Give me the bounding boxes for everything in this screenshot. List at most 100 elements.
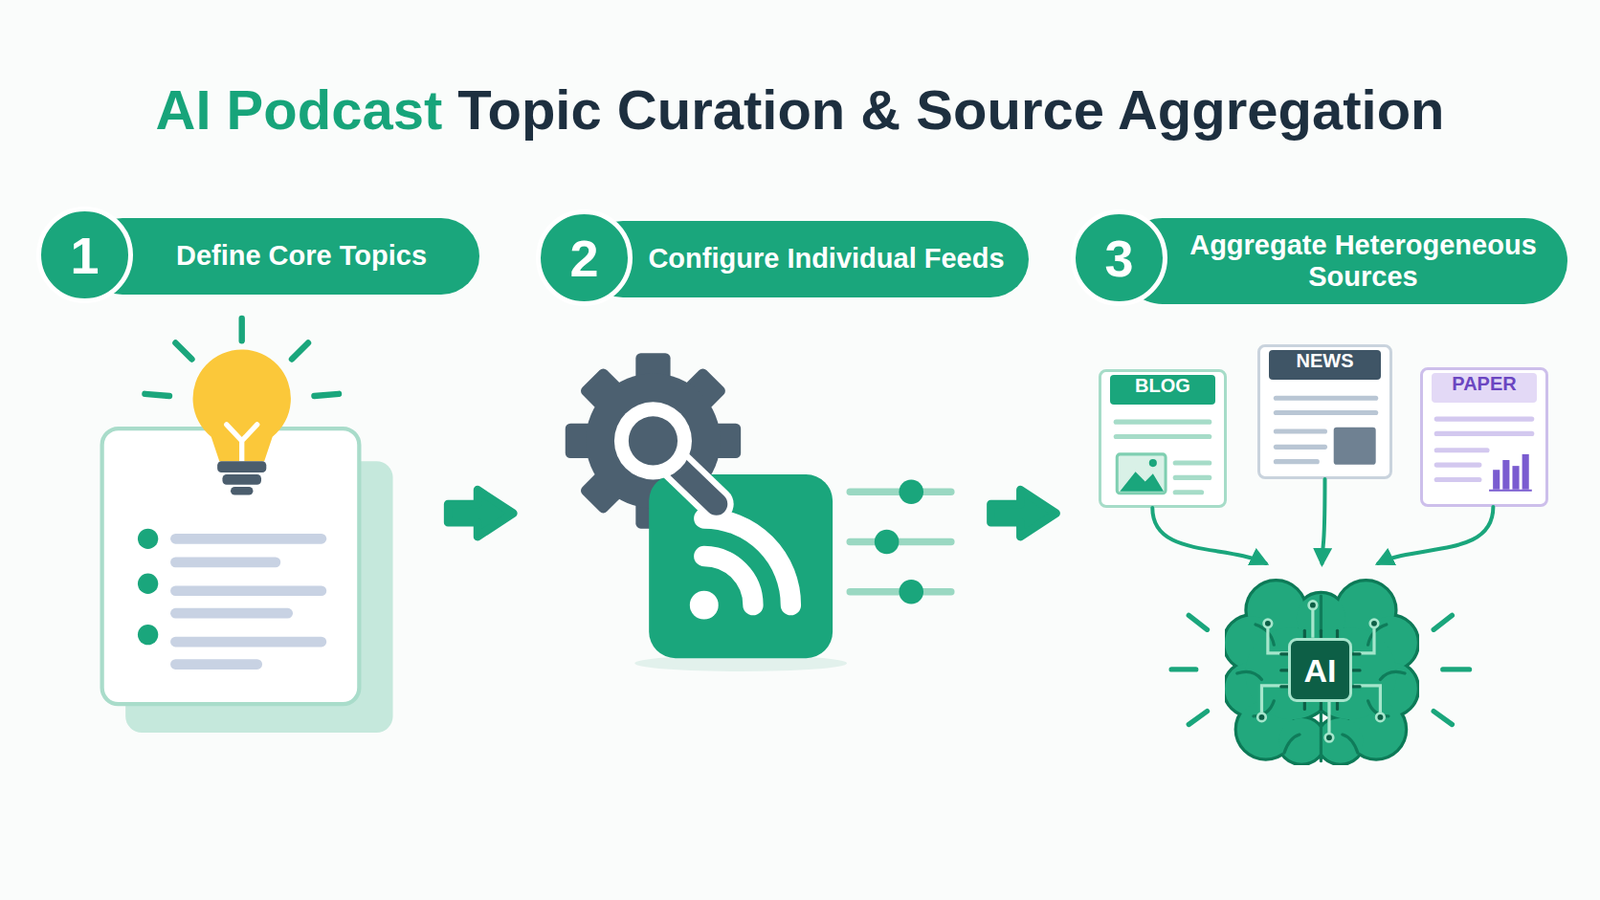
blog-card-art [1119, 471, 1164, 491]
feeds-illustration [874, 530, 900, 556]
paper-card-art [1522, 454, 1530, 490]
paper-card-art [1436, 477, 1480, 483]
topics-illustration [239, 318, 245, 341]
topics-illustration [102, 428, 360, 705]
blog-card-art [1115, 420, 1210, 425]
brain-rays [1171, 666, 1197, 672]
brain-rays [1188, 711, 1207, 726]
paper-card-art [1511, 466, 1519, 490]
brain-rays [1433, 615, 1452, 630]
brain-shape [1353, 668, 1360, 672]
paper-card-art [1492, 469, 1500, 489]
step-pill: Aggregate Heterogeneous Sources [1119, 218, 1568, 305]
brain-shape [1261, 608, 1380, 735]
step-number-circle: 3 [1070, 209, 1168, 307]
paper-card-art [1436, 431, 1533, 437]
brain-shape [1279, 718, 1325, 764]
step-label: Configure Individual Feeds [647, 243, 1004, 275]
ai-brain: AI [1224, 563, 1420, 766]
source-tag: PAPER [1431, 373, 1537, 403]
source-card: BLOG [1098, 369, 1227, 509]
brain-shape [1224, 581, 1418, 764]
topics-illustration [313, 394, 339, 397]
feeds-illustration [565, 353, 952, 672]
diagram-title: AI Podcast Topic Curation & Source Aggre… [155, 76, 1445, 144]
source-tag: NEWS [1268, 350, 1380, 380]
blog-card-art [1175, 475, 1210, 481]
news-card-art [1275, 396, 1376, 401]
brain-shape [1309, 600, 1318, 610]
source-card: PAPER [1420, 367, 1549, 508]
brain-shape [1353, 685, 1360, 689]
step-pill: Configure Individual Feeds [584, 221, 1029, 298]
title-row: AI Podcast Topic Curation & Source Aggre… [0, 76, 1600, 144]
topics-illustration [226, 424, 258, 462]
brain-rays [1171, 615, 1469, 725]
brain-shape [1303, 630, 1307, 638]
blog-card-art [1149, 459, 1157, 467]
flow-arrow [990, 489, 1056, 537]
topics-illustration [193, 349, 291, 462]
brain-shape [1376, 713, 1385, 723]
topics-illustration [175, 538, 321, 665]
topics-illustration [137, 529, 158, 646]
topics-illustration [175, 637, 321, 648]
news-card-art [1275, 410, 1376, 416]
brain-shape [1264, 620, 1273, 629]
brain-shape [1281, 630, 1360, 710]
brain-shape [1257, 713, 1267, 723]
source-arrow [1152, 508, 1266, 564]
news-card-art [1275, 428, 1325, 434]
paper-card-art [1436, 447, 1488, 453]
topics-illustration [175, 533, 321, 545]
feeds-illustration [704, 555, 754, 605]
brain-shape [1224, 581, 1418, 764]
brain-shape [1370, 620, 1379, 629]
paper-card-art [1502, 460, 1510, 490]
brain-shape [1279, 718, 1325, 764]
blog-card-art [1175, 460, 1210, 466]
brain-shape [1353, 652, 1360, 656]
brain-shape [1303, 702, 1307, 710]
blog-card-art [1116, 454, 1166, 494]
brain-shape [1261, 608, 1380, 735]
step-number-circle: 1 [36, 206, 134, 304]
feeds-illustration [704, 518, 792, 606]
blog-card-art [1175, 489, 1201, 495]
brain-shape [1317, 718, 1363, 764]
topics-illustration [175, 557, 276, 569]
feeds-illustration [689, 591, 719, 621]
topics-illustration [217, 461, 267, 473]
brain-rays [1433, 711, 1452, 726]
step-number: 3 [1104, 232, 1134, 285]
ai-chip: AI [1288, 638, 1353, 703]
feeds-illustration [849, 491, 952, 593]
paper-card-art [1488, 489, 1533, 492]
brain-shape [1335, 702, 1339, 710]
feeds-illustration [648, 474, 833, 659]
topics-illustration [144, 318, 339, 397]
news-card-art [1275, 444, 1325, 450]
topics-illustration [175, 608, 288, 620]
brain-shape [1317, 718, 1363, 764]
topics-illustration [230, 487, 253, 496]
feeds-illustration [614, 401, 692, 480]
feeds-illustration [849, 538, 952, 546]
news-card-art [1275, 459, 1317, 465]
topics-illustration [137, 574, 158, 595]
topics-illustration [137, 624, 158, 645]
topics-illustration [222, 474, 262, 486]
topics-illustration [144, 394, 170, 397]
step-number: 1 [69, 229, 99, 282]
source-tag: BLOG [1110, 375, 1216, 405]
news-card-art [1333, 427, 1377, 466]
step-number: 2 [569, 232, 599, 285]
feeds-illustration [898, 579, 924, 605]
brain-shape [1325, 733, 1334, 743]
topics-illustration [175, 585, 321, 597]
blog-card-art [1115, 434, 1210, 440]
feeds-illustration [628, 416, 678, 466]
source-card: NEWS [1257, 344, 1393, 480]
brain-shape [1335, 630, 1339, 638]
brain-rays [1188, 615, 1207, 630]
